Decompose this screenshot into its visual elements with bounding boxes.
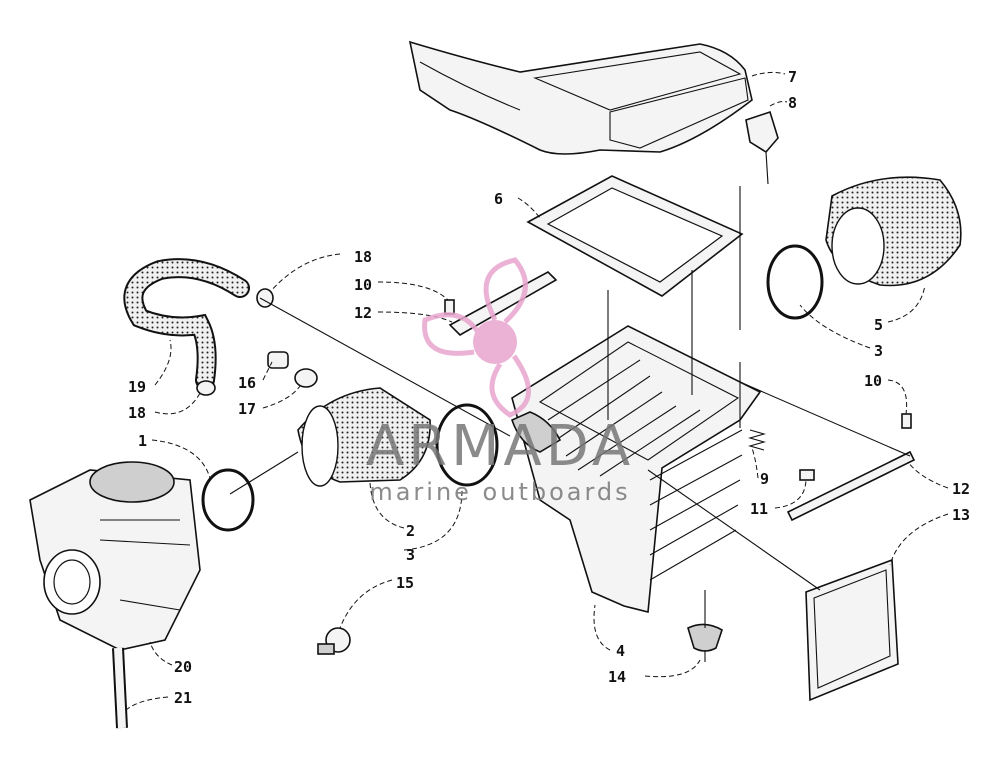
callout-6: 6 bbox=[494, 190, 503, 208]
watermark-brand: ARMADA bbox=[366, 414, 634, 479]
access-cover-plate bbox=[805, 558, 899, 702]
callout-1: 1 bbox=[138, 432, 147, 450]
callout-20: 20 bbox=[174, 658, 192, 676]
watermark: ARMADA marine outboards bbox=[366, 257, 634, 506]
callout-7: 7 bbox=[788, 68, 797, 86]
nut-11 bbox=[799, 469, 815, 481]
airbox-cover bbox=[408, 40, 753, 155]
spring-9 bbox=[747, 429, 767, 451]
intake-boot bbox=[297, 387, 431, 487]
hose-clamp-left bbox=[201, 468, 255, 532]
leader-lines bbox=[123, 71, 949, 713]
callout-15: 15 bbox=[396, 574, 414, 592]
airbox-housing bbox=[511, 325, 762, 614]
clip-part bbox=[745, 110, 779, 185]
carburetor bbox=[29, 461, 201, 651]
bolt-15 bbox=[317, 627, 351, 655]
clamp-18-bottom bbox=[196, 380, 216, 396]
clamp-17 bbox=[294, 368, 318, 388]
callout-16: 16 bbox=[238, 374, 256, 392]
callout-5: 5 bbox=[874, 316, 883, 334]
callout-18: 18 bbox=[354, 248, 372, 266]
callout-labels: 7 8 6 18 10 12 19 18 16 17 1 5 3 10 9 11… bbox=[128, 68, 970, 707]
callout-18: 18 bbox=[128, 404, 146, 422]
callout-21: 21 bbox=[174, 689, 192, 707]
callout-12: 12 bbox=[952, 480, 970, 498]
drain-valve bbox=[687, 623, 723, 662]
callout-3: 3 bbox=[406, 546, 415, 564]
callout-11: 11 bbox=[750, 500, 768, 518]
gasket-frame bbox=[526, 175, 744, 297]
screw-10-right bbox=[901, 413, 912, 429]
mounting-bracket-right bbox=[786, 450, 916, 522]
hose-clamp-right bbox=[766, 244, 824, 320]
mounting-bracket-left bbox=[448, 271, 558, 336]
callout-2: 2 bbox=[406, 522, 415, 540]
callout-3: 3 bbox=[874, 342, 883, 360]
callout-10: 10 bbox=[864, 372, 882, 390]
callout-4: 4 bbox=[616, 642, 625, 660]
callout-12: 12 bbox=[354, 304, 372, 322]
callout-10: 10 bbox=[354, 276, 372, 294]
propeller-logo-icon bbox=[422, 257, 532, 418]
grommet-16 bbox=[267, 351, 289, 369]
breather-hose bbox=[123, 258, 250, 390]
screw-10-left bbox=[444, 299, 455, 315]
callout-17: 17 bbox=[238, 400, 256, 418]
callout-9: 9 bbox=[760, 470, 769, 488]
callout-19: 19 bbox=[128, 378, 146, 396]
watermark-tagline: marine outboards bbox=[369, 478, 630, 506]
callout-8: 8 bbox=[788, 94, 797, 112]
hose-clamp-center bbox=[435, 403, 499, 487]
callout-13: 13 bbox=[952, 506, 970, 524]
air-filter-element bbox=[825, 176, 962, 287]
callout-14: 14 bbox=[608, 668, 626, 686]
drain-tube bbox=[112, 647, 128, 729]
